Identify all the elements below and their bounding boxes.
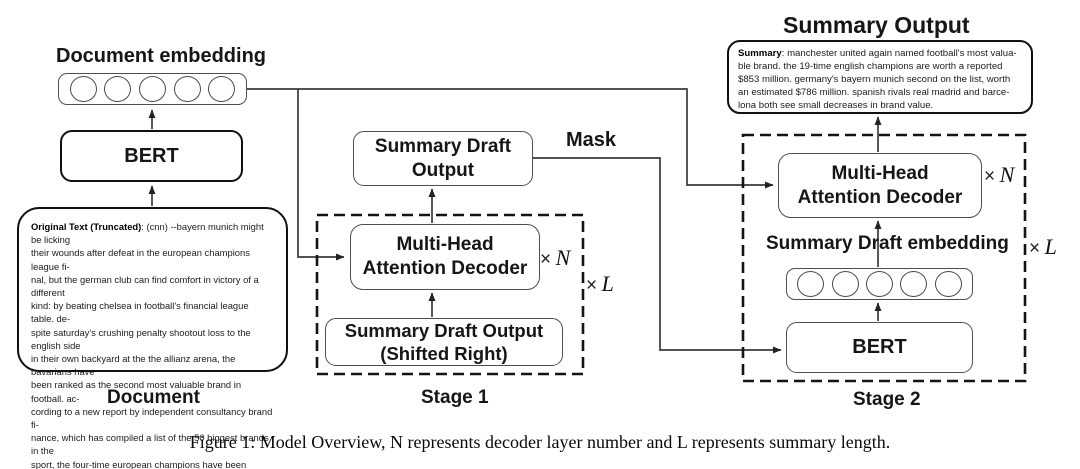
embedding-circle — [797, 271, 825, 297]
original-text-body: : (cnn) --bayern munich might be licking… — [31, 221, 273, 469]
times-symbol: × — [984, 166, 996, 187]
summary-body: : manchester united again named football… — [738, 48, 1017, 111]
stage1-dashed-box — [315, 213, 585, 376]
document-embedding-vector — [58, 73, 247, 105]
embedding-circle — [865, 271, 893, 297]
stage1-label: Stage 1 — [421, 387, 489, 408]
embedding-circle — [208, 76, 236, 102]
original-text-box: Original Text (Truncated): (cnn) --bayer… — [17, 207, 288, 469]
stage2-times-n: × N — [984, 162, 1014, 188]
summary-draft-embedding-vector — [786, 268, 973, 300]
stage1-times-l: × L — [586, 271, 614, 297]
summary-output-title: Summary Output — [783, 12, 970, 38]
document-label: Document — [107, 387, 200, 408]
connector-embedding-to-stage1-decoder — [297, 89, 345, 261]
embedding-circle — [69, 76, 97, 102]
stage2-dashed-box — [741, 133, 1027, 383]
bert1-box: BERT — [60, 130, 243, 182]
l-variable: L — [1044, 234, 1057, 259]
times-symbol: × — [540, 249, 552, 270]
stage2-times-l: × L — [1029, 234, 1057, 260]
connector-embedding-to-stage2-decoder — [247, 88, 774, 189]
stage2-label: Stage 2 — [853, 389, 921, 410]
times-symbol: × — [1029, 238, 1041, 259]
embedding-circle — [900, 271, 928, 297]
n-variable: N — [555, 245, 571, 270]
embedding-circle — [831, 271, 859, 297]
summary-lead: Summary — [738, 48, 782, 59]
summary-draft-embedding-label: Summary Draft embedding — [766, 233, 1009, 254]
document-embedding-label: Document embedding — [56, 45, 267, 67]
connector-mask-to-bert2 — [533, 157, 782, 354]
bert2-box: BERT — [786, 322, 973, 373]
mask-label: Mask — [566, 129, 617, 151]
embedding-circle — [934, 271, 962, 297]
stage2-decoder-box: Multi-Head Attention Decoder — [778, 153, 982, 218]
embedding-circle — [138, 76, 166, 102]
summary-text-box: Summary: manchester united again named f… — [727, 40, 1033, 114]
shifted-right-box: Summary Draft Output (Shifted Right) — [325, 318, 563, 366]
figure-caption: Figure 1: Model Overview, N represents d… — [189, 432, 891, 452]
embedding-circle — [104, 76, 132, 102]
stage1-times-n: × N — [540, 245, 570, 271]
times-symbol: × — [586, 275, 598, 296]
embedding-circle — [173, 76, 201, 102]
summary-draft-output-box: Summary Draft Output — [353, 131, 533, 186]
l-variable: L — [601, 271, 614, 296]
stage1-decoder-box: Multi-Head Attention Decoder — [350, 224, 540, 290]
n-variable: N — [999, 162, 1015, 187]
original-text-lead: Original Text (Truncated) — [31, 221, 142, 232]
